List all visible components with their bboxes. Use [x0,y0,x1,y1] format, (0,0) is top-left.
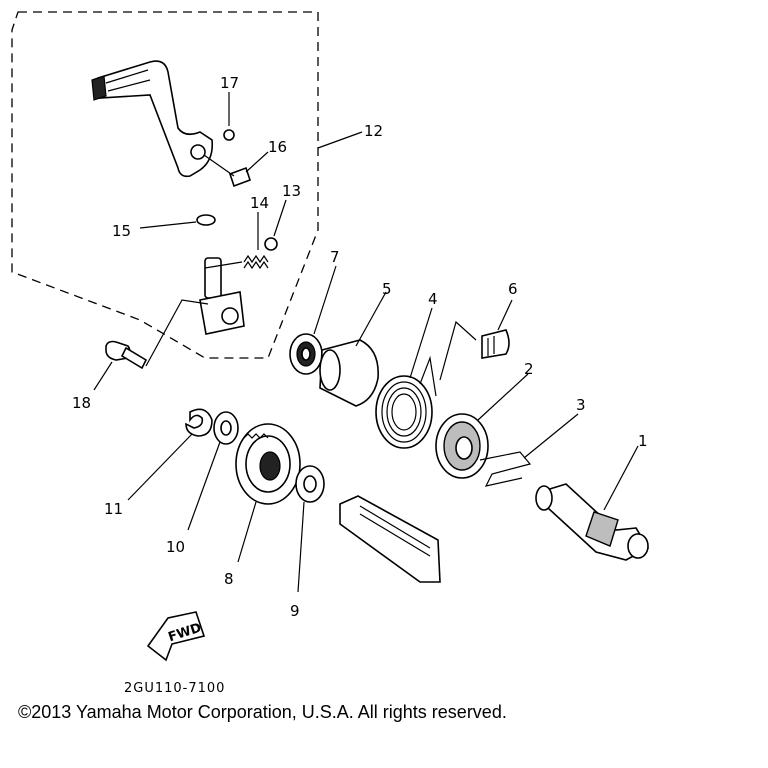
callout-17: 17 [220,74,239,92]
part-6-spring-guide [481,329,510,359]
callout-12: 12 [364,122,383,140]
part-9-washer [295,465,325,503]
callout-7: 7 [330,248,340,266]
part-18-bolt [105,340,148,370]
part-15-clip [196,214,216,226]
callout-14: 14 [250,194,269,212]
part-8-idle-gear [235,423,301,505]
part-13-ball [264,237,278,251]
kick-boss [199,257,245,335]
callout-9: 9 [290,602,300,620]
callout-10: 10 [166,538,185,556]
part-16-bolt [203,154,252,188]
transmission-shaft [339,495,441,583]
diagram-code: 2GU110-7100 [124,681,225,696]
part-5-sleeve [319,339,379,407]
callout-16: 16 [268,138,287,156]
part-10-washer [213,411,239,445]
callout-5: 5 [382,280,392,298]
part-7-bearing [289,333,323,375]
copyright-notice: ©2013 Yamaha Motor Corporation, U.S.A. A… [18,702,507,722]
part-17-dot [223,129,235,141]
callout-3: 3 [576,396,586,414]
callout-11: 11 [104,500,123,518]
kick-crank-lever [91,60,214,178]
callout-18: 18 [72,394,91,412]
callout-2: 2 [524,360,534,378]
callout-8: 8 [224,570,234,588]
part-1-kick-axle [535,483,650,561]
callout-6: 6 [508,280,518,298]
part-4-coil-spring [375,355,437,449]
part-11-circlip [185,408,213,437]
callout-4: 4 [428,290,438,308]
callout-1: 1 [638,432,648,450]
callout-13: 13 [282,182,301,200]
callout-15: 15 [112,222,131,240]
part-2-ratchet-wheel [435,413,489,479]
fwd-arrow: FWD [146,611,206,662]
part-14-spring [243,254,269,270]
part-3-clip [479,451,532,487]
